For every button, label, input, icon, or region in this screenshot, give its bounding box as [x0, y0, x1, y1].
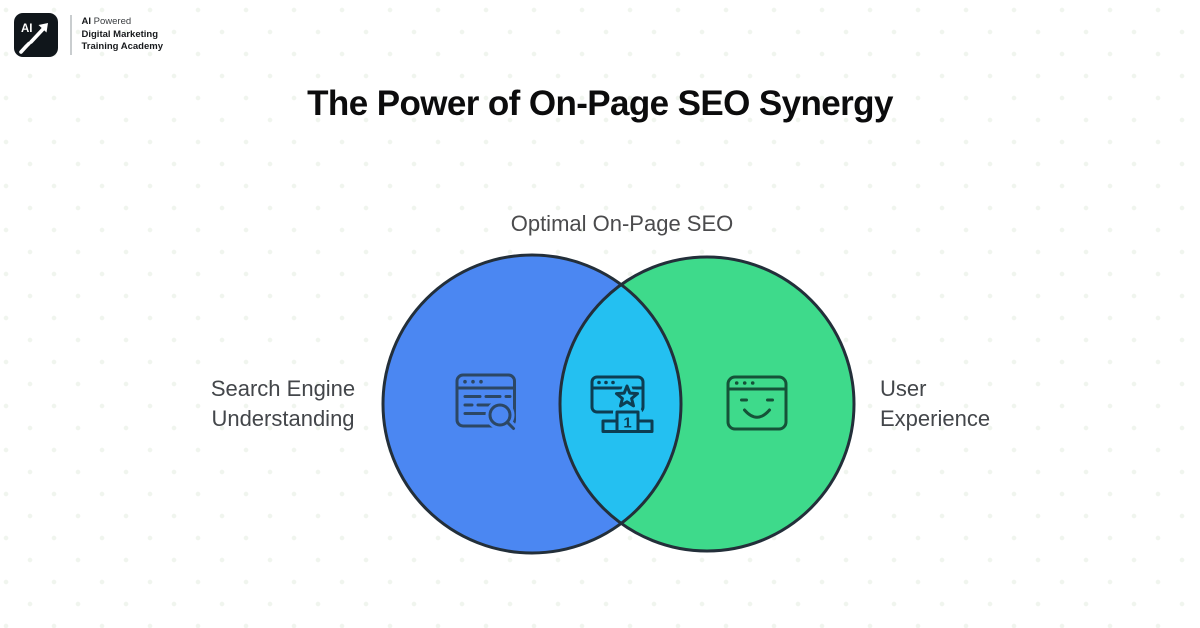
logo-line1-rest: Powered	[91, 16, 132, 28]
page-title: The Power of On-Page SEO Synergy	[307, 84, 893, 123]
right-circle-label: User Experience	[880, 374, 990, 434]
ai-arrow-icon: AI	[19, 23, 48, 54]
brand-logo: AI AI Powered Digital Marketing Training…	[14, 13, 163, 57]
browser-smile-icon	[723, 365, 791, 433]
right-label-line2: Experience	[880, 406, 991, 431]
venn-right-outline	[558, 255, 856, 553]
right-label-line1: User	[880, 376, 927, 401]
logo-line3: Training Academy	[81, 41, 163, 53]
logo-badge-text: AI	[21, 23, 33, 35]
left-circle-label: Search Engine Understanding	[211, 374, 355, 434]
left-label-line1: Search Engine	[210, 376, 356, 401]
logo-line2: Digital Marketing	[81, 28, 159, 40]
logo-divider	[70, 15, 72, 55]
logo-line1: AI Powered	[82, 16, 163, 29]
left-label-line2: Understanding	[211, 406, 355, 431]
browser-search-icon	[450, 366, 518, 434]
venn-left-outline	[381, 253, 683, 555]
overlap-label: Optimal On-Page SEO	[510, 211, 734, 236]
podium-rank-text: 1	[623, 415, 631, 432]
logo-line1-bold: AI	[81, 16, 92, 28]
logo-badge: AI	[14, 13, 58, 57]
browser-rank-first-icon: 1	[588, 366, 656, 436]
venn-overlap-region	[560, 257, 681, 551]
logo-text: AI Powered Digital Marketing Training Ac…	[82, 16, 163, 54]
